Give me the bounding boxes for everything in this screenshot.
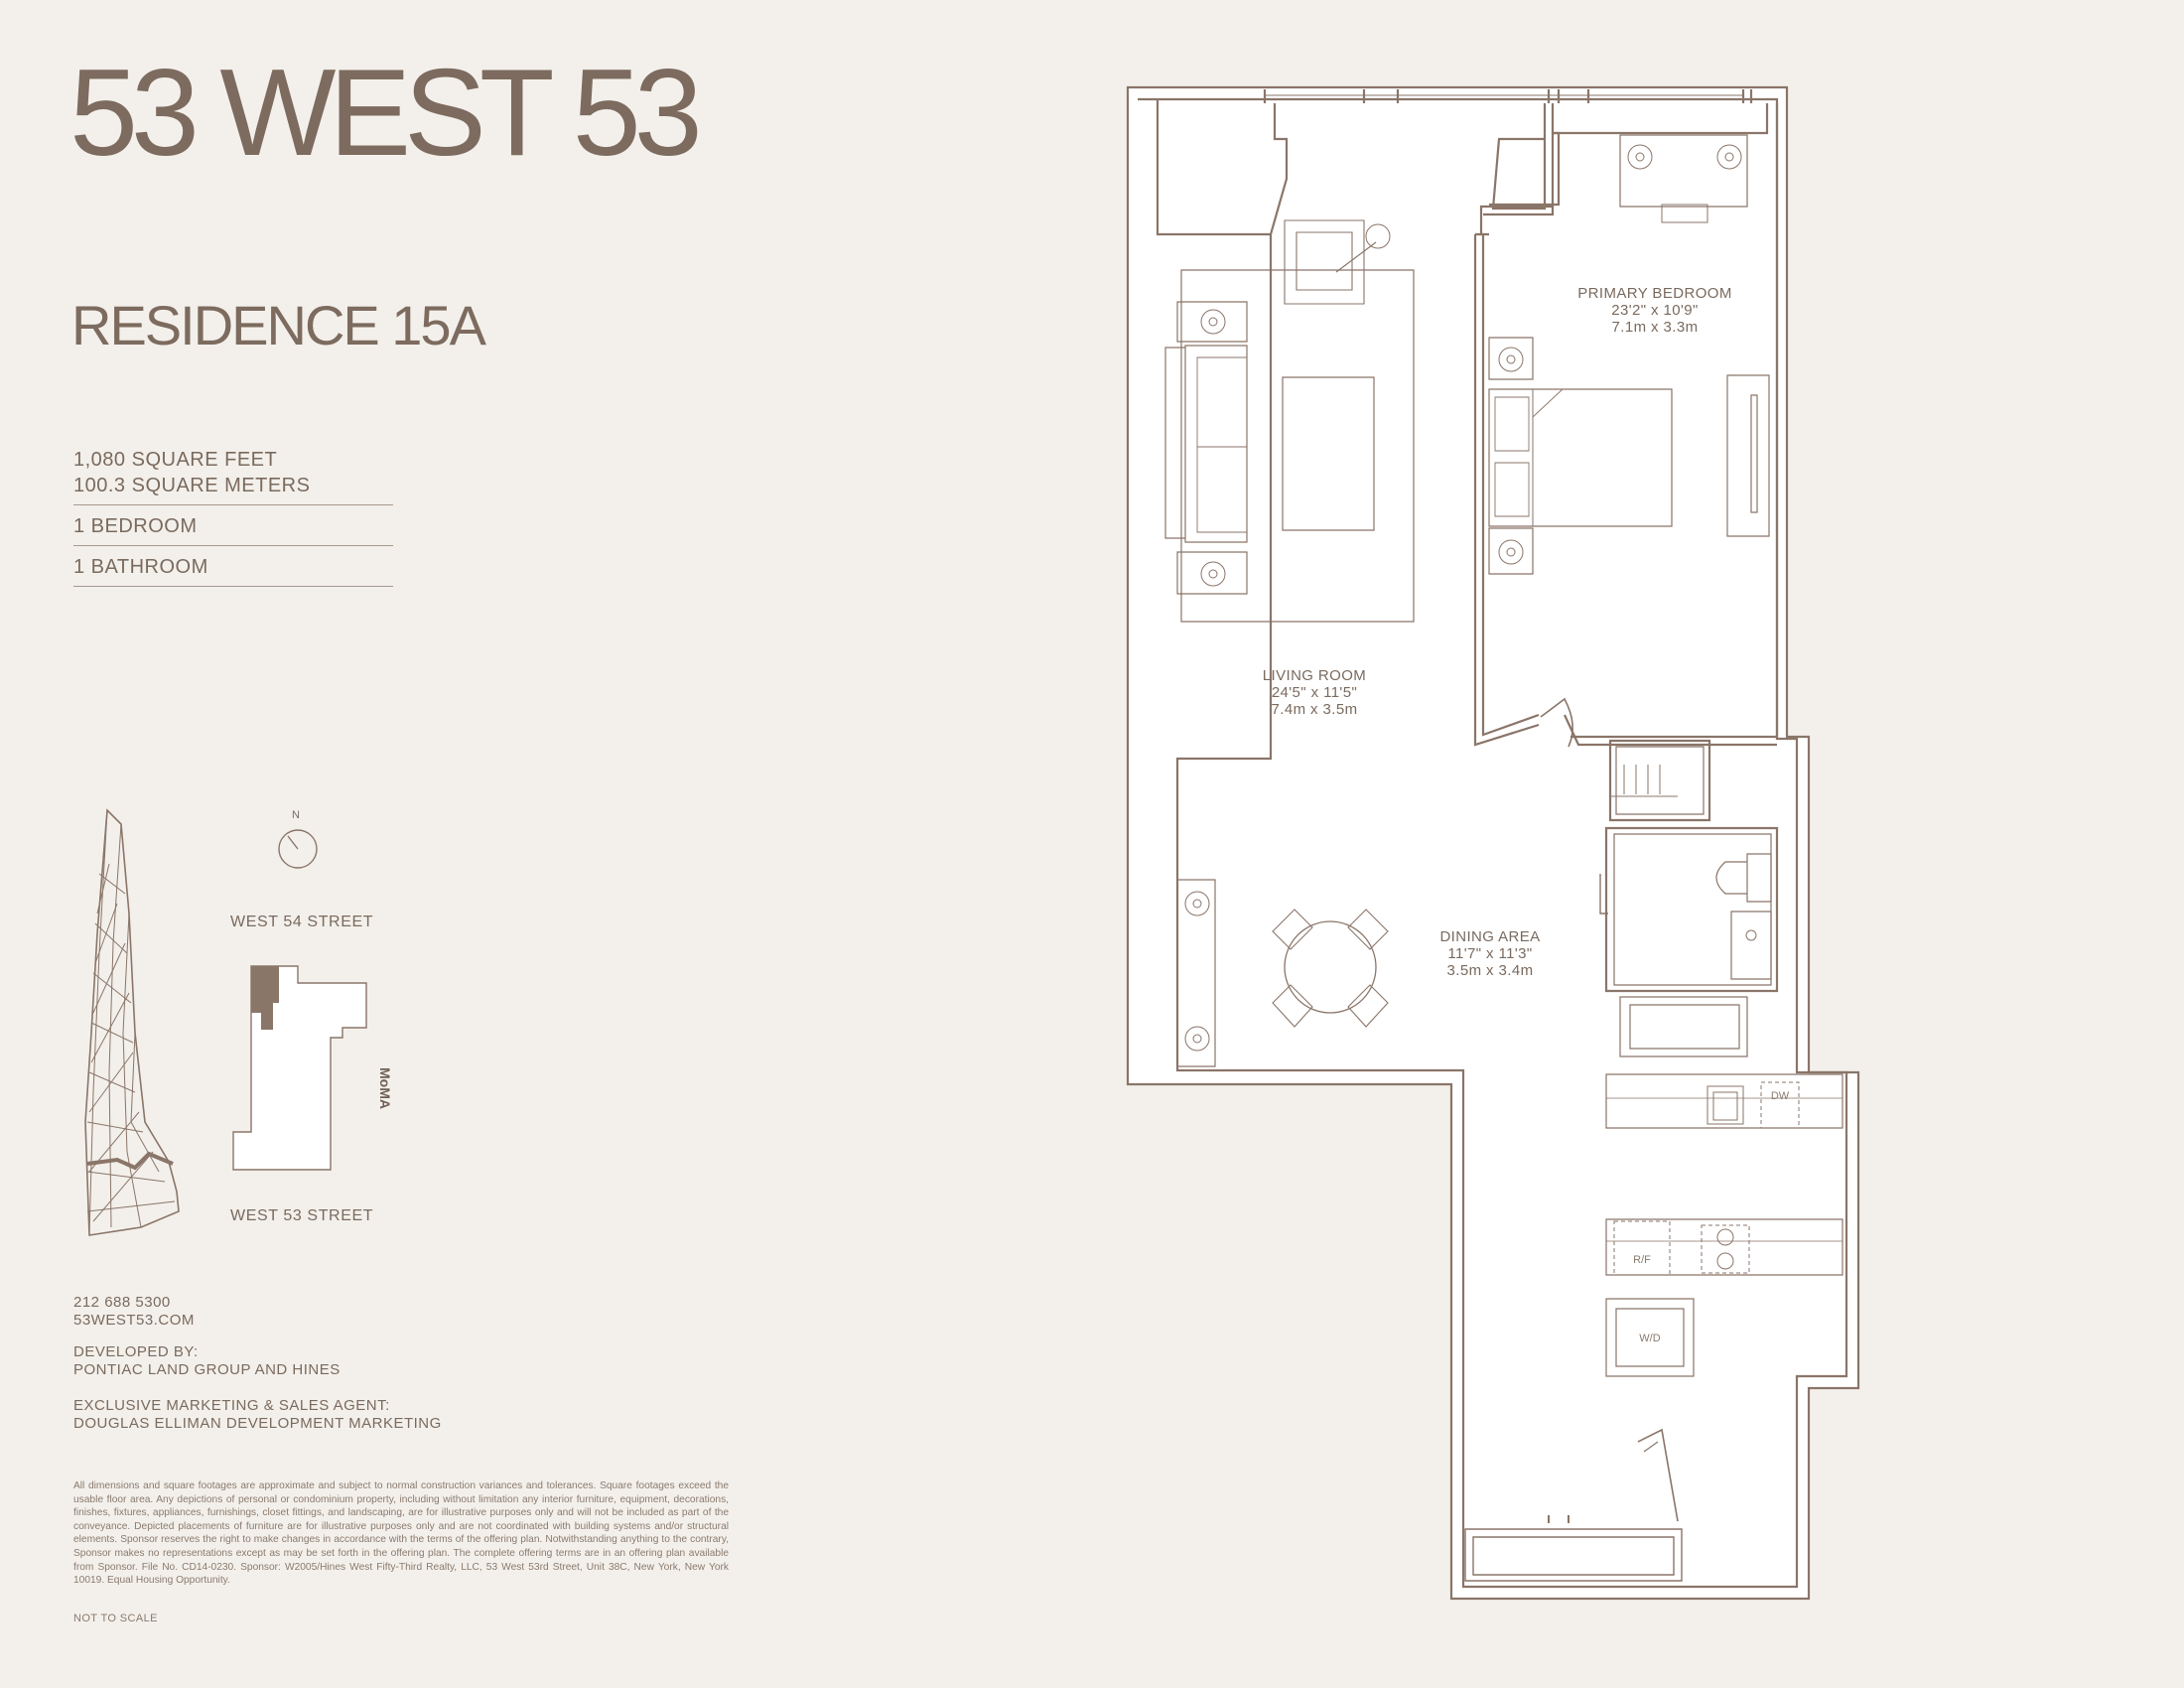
dishwasher-label: DW — [1771, 1090, 1790, 1102]
outer-wall — [1126, 85, 1860, 1601]
bedroom-wall — [1473, 131, 1777, 747]
washer-dryer-label: W/D — [1639, 1333, 1660, 1344]
room-label-primary-bedroom: PRIMARY BEDROOM 23'2" x 10'9" 7.1m x 3.3… — [1577, 285, 1731, 336]
developed-by: PONTIAC LAND GROUP AND HINES — [73, 1361, 341, 1378]
site-lot-icon — [232, 965, 367, 1171]
square-meters: 100.3 SQUARE METERS — [73, 475, 311, 496]
legal-disclaimer: All dimensions and square footages are a… — [73, 1480, 729, 1587]
tower-icon — [84, 808, 180, 1236]
north-label: N — [292, 809, 301, 821]
page-title: 53 WEST 53 — [69, 45, 703, 182]
marketing-agent: DOUGLAS ELLIMAN DEVELOPMENT MARKETING — [73, 1415, 442, 1432]
site-map — [84, 808, 367, 1236]
website-link[interactable]: 53WEST53.COM — [73, 1312, 195, 1329]
living-room-name: LIVING ROOM — [1263, 667, 1366, 684]
north-compass-icon — [278, 829, 318, 869]
primary-bedroom-metric: 7.1m x 3.3m — [1612, 319, 1699, 336]
living-room-imperial: 24'5" x 11'5" — [1272, 684, 1357, 701]
marketing-label: EXCLUSIVE MARKETING & SALES AGENT: — [73, 1397, 390, 1414]
developed-by-label: DEVELOPED BY: — [73, 1343, 199, 1360]
not-to-scale-note: NOT TO SCALE — [73, 1613, 158, 1624]
square-feet: 1,080 SQUARE FEET — [73, 449, 278, 471]
living-room-metric: 7.4m x 3.5m — [1272, 701, 1358, 718]
bedroom-count: 1 BEDROOM — [73, 505, 393, 546]
primary-bedroom-name: PRIMARY BEDROOM — [1577, 285, 1731, 302]
unit-stats: 1,080 SQUARE FEET 100.3 SQUARE METERS 1 … — [73, 447, 393, 587]
room-label-living-room: LIVING ROOM 24'5" x 11'5" 7.4m x 3.5m — [1263, 667, 1366, 718]
residence-title: RESIDENCE 15A — [71, 294, 486, 356]
dining-area-name: DINING AREA — [1439, 928, 1540, 945]
inner-wall — [1138, 97, 1848, 1589]
room-label-dining-area: DINING AREA 11'7" x 11'3" 3.5m x 3.4m — [1439, 928, 1540, 979]
refrigerator-label: R/F — [1633, 1254, 1651, 1266]
dining-area-imperial: 11'7" x 11'3" — [1447, 945, 1532, 962]
area-block: 1,080 SQUARE FEET 100.3 SQUARE METERS — [73, 447, 393, 505]
bathroom-count: 1 BATHROOM — [73, 546, 393, 587]
primary-bedroom-imperial: 23'2" x 10'9" — [1611, 302, 1698, 319]
dining-area-metric: 3.5m x 3.4m — [1447, 962, 1534, 979]
street-south-label: WEST 53 STREET — [230, 1207, 374, 1224]
phone: 212 688 5300 — [73, 1294, 171, 1311]
street-north-label: WEST 54 STREET — [230, 914, 374, 930]
